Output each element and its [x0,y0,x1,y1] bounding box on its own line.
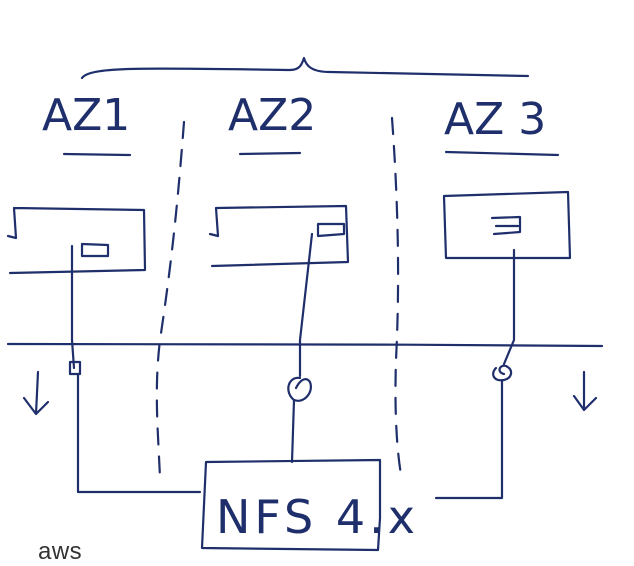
az3-label: AZ 3 [444,94,546,145]
az3-underline [444,150,560,157]
az1-mount-target [80,242,110,258]
az1-connection [70,244,202,494]
az2-eni [287,376,312,402]
az3-mount-target [490,215,522,236]
az3-instance-box [442,190,572,260]
region-brace [80,56,530,80]
aws-watermark: aws [38,538,83,565]
subnet-line [6,342,604,348]
az3-eni [492,364,513,382]
az2-underline [238,151,302,156]
az-separator-2 [390,116,404,482]
az1-underline [62,152,132,157]
az1-instance-box [6,206,147,275]
az2-label: AZ2 [228,90,316,141]
arrow-down-right [572,370,598,412]
arrow-down-left [22,370,50,416]
nfs-box [200,458,382,552]
az2-mount-target [316,222,346,238]
az1-label: AZ1 [42,90,130,141]
az1-eni [68,360,82,376]
az-separator-1 [155,120,186,480]
az3-connection [434,248,516,500]
nfs-label: NFS 4.x [216,490,419,544]
az2-instance-box [208,204,350,268]
az2-connection [290,232,314,464]
